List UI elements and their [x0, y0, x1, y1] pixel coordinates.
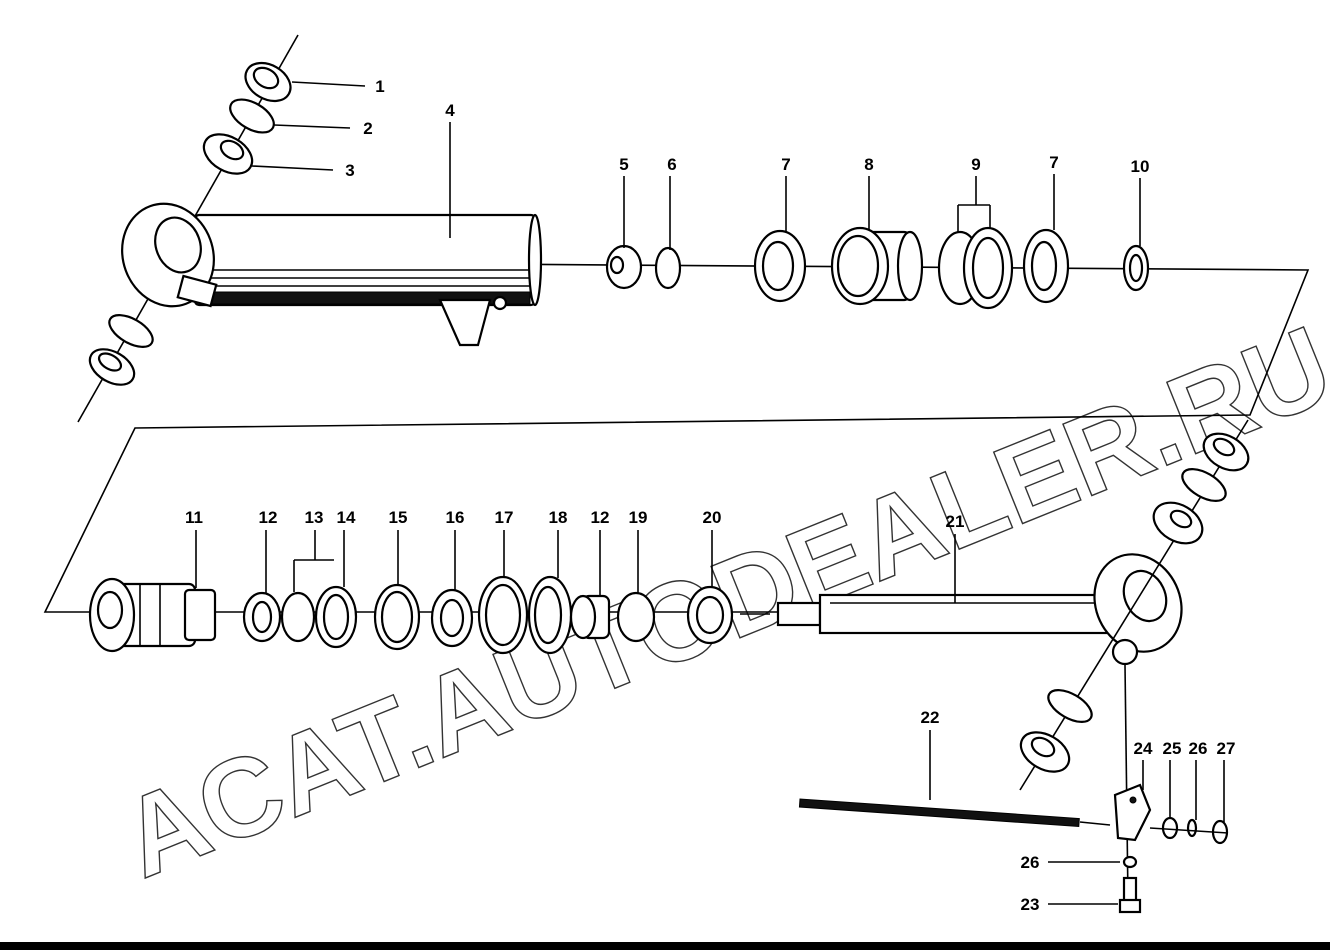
label-27: 27 [1217, 739, 1236, 758]
label-7-right: 7 [1049, 153, 1058, 172]
part-22-lube-pipe [798, 798, 1111, 828]
label-20: 20 [703, 508, 722, 527]
label-26-top: 26 [1189, 739, 1208, 758]
label-18: 18 [549, 508, 568, 527]
rod-bushing-bottom [1019, 731, 1071, 773]
label-25: 25 [1163, 739, 1182, 758]
label-8: 8 [864, 155, 873, 174]
leader-lines [195, 81, 1225, 905]
part-9-ring-pair [937, 226, 1014, 310]
label-24: 24 [1134, 739, 1153, 758]
part-6-snap-ring [654, 246, 682, 290]
part-8-guide [830, 226, 924, 306]
label-12-left: 12 [259, 508, 278, 527]
part-labels: 1 2 3 4 5 6 7 8 9 7 10 11 12 13 14 15 16… [185, 77, 1235, 914]
label-4: 4 [445, 101, 455, 120]
rod-ring-bottom [1047, 689, 1093, 723]
label-10: 10 [1131, 157, 1150, 176]
rod-bushing-top [1202, 432, 1250, 472]
label-15: 15 [389, 508, 408, 527]
part-7-seal-left [753, 229, 807, 303]
rod-ring-top [1181, 468, 1227, 502]
label-21: 21 [946, 512, 965, 531]
label-14: 14 [337, 508, 356, 527]
bracket-axis [1149, 827, 1229, 834]
label-7-left: 7 [781, 155, 790, 174]
part-12-ring-left [242, 591, 282, 643]
part-26-ring [1186, 818, 1198, 838]
label-11: 11 [185, 508, 203, 527]
part-14-seal [314, 585, 358, 649]
label-17: 17 [495, 508, 514, 527]
part-24-bracket [1113, 783, 1152, 842]
part-18-ring [527, 575, 573, 655]
part-19-ring [616, 591, 656, 643]
part-25-washer [1161, 816, 1179, 840]
label-26-bottom: 26 [1021, 853, 1040, 872]
part-2-ring [229, 98, 275, 134]
part-20-seal [686, 585, 734, 645]
part-12-ring-right [569, 594, 611, 640]
part-4-cylinder-body [121, 202, 543, 347]
label-2: 2 [363, 119, 372, 138]
label-9: 9 [971, 155, 980, 174]
part-15-ring [373, 583, 421, 651]
part-23-bolt [1118, 876, 1142, 914]
label-1: 1 [375, 77, 384, 96]
label-22: 22 [921, 708, 940, 727]
part-10-washer [1122, 244, 1150, 292]
part-26-lower-ring [1122, 855, 1138, 869]
part-11-piston [88, 577, 217, 653]
lower-bushing [88, 348, 136, 386]
part-1-bushing [244, 61, 292, 103]
part-17-seal [477, 575, 529, 655]
label-13: 13 [305, 508, 324, 527]
bottom-border [0, 942, 1330, 950]
label-23: 23 [1021, 895, 1040, 914]
label-19: 19 [629, 508, 648, 527]
label-6: 6 [667, 155, 676, 174]
part-16-ring [430, 588, 474, 648]
label-5: 5 [619, 155, 628, 174]
part-21-piston-rod [776, 553, 1183, 666]
label-3: 3 [345, 161, 354, 180]
part-13-ring [280, 591, 316, 643]
label-12-right: 12 [591, 508, 610, 527]
rod-bearing-top [1152, 501, 1204, 545]
part-5-nut [605, 244, 643, 290]
label-16: 16 [446, 508, 465, 527]
part-7-seal-right [1022, 228, 1070, 304]
lower-ring [108, 314, 154, 348]
part-3-bearing [202, 133, 254, 175]
